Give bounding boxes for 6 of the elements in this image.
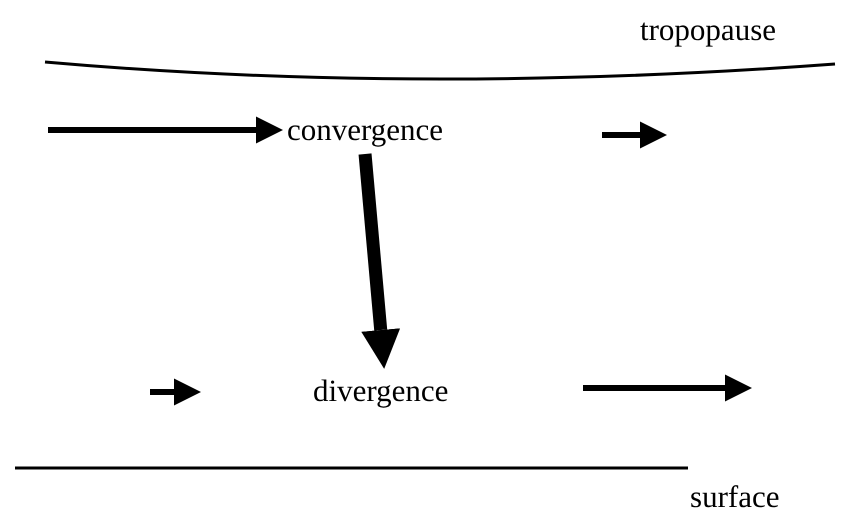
layer-label: surface xyxy=(690,479,780,515)
arrow xyxy=(358,153,400,369)
arrow xyxy=(48,116,283,144)
layer-label: tropopause xyxy=(640,12,776,48)
flow-label: convergence xyxy=(287,112,444,148)
flow-label: divergence xyxy=(313,373,448,409)
